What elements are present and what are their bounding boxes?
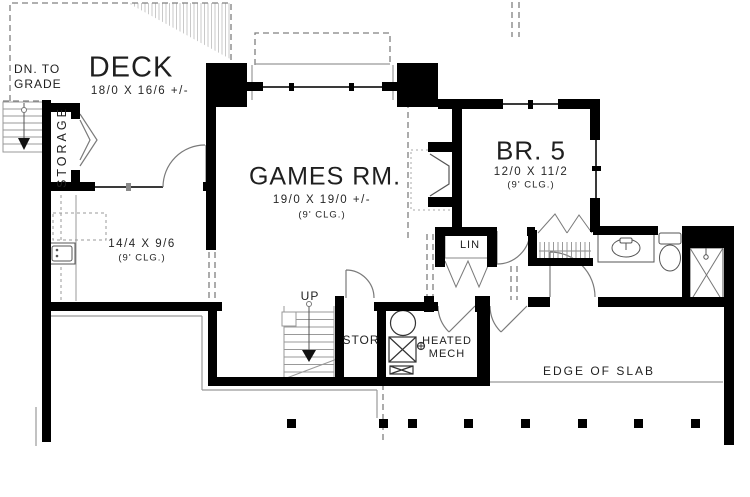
wall-segment bbox=[724, 226, 734, 445]
furnace-symbol bbox=[388, 336, 426, 375]
foundation-post bbox=[691, 419, 700, 428]
wall-segment bbox=[590, 198, 600, 232]
wall-segment bbox=[428, 197, 452, 207]
window-mullion bbox=[528, 100, 533, 109]
wall-segment bbox=[598, 297, 726, 307]
wall-segment bbox=[208, 377, 490, 386]
wall-segment bbox=[42, 103, 80, 112]
counter bbox=[52, 195, 107, 301]
wall-segment bbox=[42, 302, 222, 311]
window-mullion bbox=[289, 83, 294, 91]
vanity-sink-symbol bbox=[597, 233, 655, 263]
deck-label: DECK bbox=[88, 51, 174, 84]
column bbox=[397, 63, 438, 107]
foundation-post bbox=[464, 419, 473, 428]
linen-label: LIN bbox=[459, 239, 481, 251]
bedroom5-dims: 12/0 X 11/2 bbox=[493, 166, 569, 178]
wall-segment bbox=[435, 227, 445, 267]
window-mullion bbox=[126, 183, 131, 191]
shower-symbol bbox=[689, 247, 724, 303]
storage-label: STORAGE bbox=[55, 106, 69, 188]
window-mullion bbox=[592, 166, 601, 171]
bedroom5-label: BR. 5 bbox=[495, 135, 567, 166]
foundation-post bbox=[287, 419, 296, 428]
exterior-stairs bbox=[2, 101, 47, 153]
foundation-post bbox=[408, 419, 417, 428]
foundation-post bbox=[634, 419, 643, 428]
wall-segment bbox=[374, 302, 438, 311]
games-room-ceiling: (9' CLG.) bbox=[298, 209, 346, 221]
dashed-outlines bbox=[3, 2, 520, 440]
wall-segment bbox=[206, 100, 216, 250]
wall-segment bbox=[42, 100, 51, 442]
room14-dims: 14/4 X 9/6 bbox=[108, 238, 176, 250]
room14-ceiling: (9' CLG.) bbox=[118, 252, 166, 264]
wall-segment bbox=[528, 258, 593, 266]
bar-sink-symbol bbox=[48, 242, 76, 265]
wall-segment bbox=[438, 99, 503, 109]
deck-hatch bbox=[128, 3, 232, 60]
wall-segment bbox=[428, 142, 452, 152]
toilet-symbol bbox=[658, 232, 682, 272]
foundation-post bbox=[521, 419, 530, 428]
wall-segment bbox=[682, 226, 690, 303]
column bbox=[206, 63, 247, 107]
foundation-post bbox=[578, 419, 587, 428]
water-heater-symbol bbox=[389, 309, 417, 337]
wall-segment bbox=[382, 82, 397, 91]
stor-label: STOR bbox=[342, 333, 380, 347]
wall-segment bbox=[435, 227, 497, 236]
wall-segment bbox=[247, 82, 263, 91]
wall-segment bbox=[71, 103, 80, 119]
interior-stairs bbox=[281, 301, 338, 380]
deck-dims: 18/0 X 16/6 +/- bbox=[90, 85, 190, 97]
door-swings bbox=[79, 113, 596, 333]
linen-cabinet bbox=[444, 231, 491, 289]
wall-segment bbox=[424, 296, 434, 312]
edge-of-slab-label: EDGE OF SLAB bbox=[542, 364, 656, 378]
window-mullion bbox=[349, 83, 354, 91]
wall-segment bbox=[208, 302, 217, 386]
wall-segment bbox=[593, 226, 658, 235]
wall-segment bbox=[558, 99, 600, 109]
wall-segment bbox=[452, 108, 462, 233]
wall-segment bbox=[42, 182, 95, 191]
games-room-dims: 19/0 X 19/0 +/- bbox=[272, 194, 372, 206]
games-room-label: GAMES RM. bbox=[248, 162, 402, 191]
closet-rod-hangers bbox=[537, 213, 593, 261]
bedroom5-ceiling: (9' CLG.) bbox=[507, 179, 555, 191]
wall-segment bbox=[590, 99, 600, 140]
wall-segment bbox=[377, 302, 386, 386]
wall-segment bbox=[477, 302, 490, 386]
wall-segment bbox=[71, 170, 80, 191]
wall-segment bbox=[487, 227, 497, 267]
foundation-post bbox=[379, 419, 388, 428]
up-label: UP bbox=[300, 289, 320, 303]
wall-segment bbox=[528, 230, 537, 266]
wall-segment bbox=[682, 226, 730, 248]
wall-segment bbox=[335, 296, 344, 386]
wall-segment bbox=[528, 297, 550, 307]
